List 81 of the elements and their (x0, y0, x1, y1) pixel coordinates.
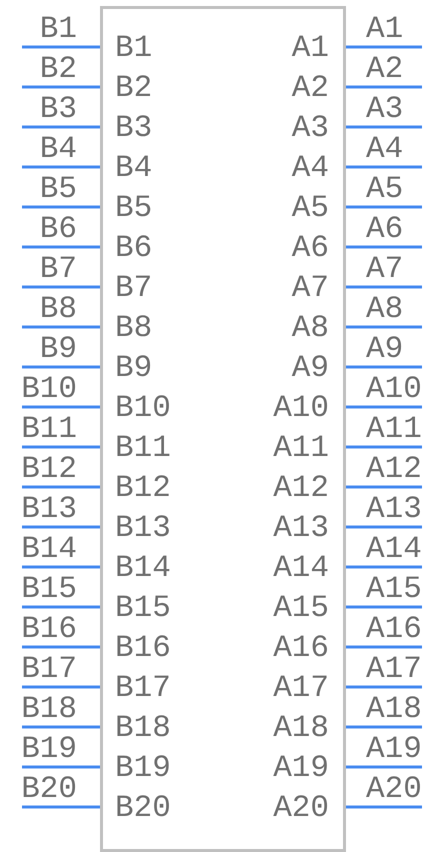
pin-name: B15 (115, 593, 171, 625)
component-body (100, 6, 346, 852)
pin-name: B16 (115, 633, 171, 665)
pin-number: A16 (366, 614, 422, 646)
pin-number: B11 (21, 414, 77, 446)
pin-name: A13 (273, 513, 329, 545)
pin-name: A2 (292, 73, 329, 105)
pin-name: B18 (115, 713, 171, 745)
pin-name: A14 (273, 553, 329, 585)
pin-name: B5 (115, 193, 152, 225)
pin-name: B17 (115, 673, 171, 705)
pin-number: A4 (366, 134, 404, 166)
pin-number: B1 (40, 14, 77, 46)
pin-number: A6 (366, 214, 404, 246)
pin-name: B1 (115, 33, 152, 65)
pin-name: B9 (115, 353, 152, 385)
pin-name: A18 (273, 713, 329, 745)
pin-number: B2 (40, 54, 77, 86)
pin-number: B7 (40, 254, 77, 286)
pin-number: A13 (366, 494, 422, 526)
pin-number: B17 (21, 654, 77, 686)
pin-name: B7 (115, 273, 152, 305)
pin-number: A10 (366, 374, 422, 406)
pin-name: A9 (292, 353, 329, 385)
pin-number: B19 (21, 734, 77, 766)
pin-number: B13 (21, 494, 77, 526)
pin-name: A8 (292, 313, 329, 345)
pin-number: A18 (366, 694, 422, 726)
pin-name: A15 (273, 593, 329, 625)
pin-number: B20 (21, 774, 77, 806)
pin-name: B3 (115, 113, 152, 145)
pin-name: A12 (273, 473, 329, 505)
pin-name: B13 (115, 513, 171, 545)
pin-name: A6 (292, 233, 329, 265)
pin-number: B10 (21, 374, 77, 406)
pin-name: A7 (292, 273, 329, 305)
pin-number: A9 (366, 334, 404, 366)
pin-number: A12 (366, 454, 422, 486)
pin-name: A20 (273, 793, 329, 825)
pin-number: A15 (366, 574, 422, 606)
pin-number: A3 (366, 94, 404, 126)
pin-name: A11 (273, 433, 329, 465)
pin-number: A8 (366, 294, 404, 326)
pin-number: B8 (40, 294, 77, 326)
pin-name: A17 (273, 673, 329, 705)
pin-name: A19 (273, 753, 329, 785)
pin-number: A2 (366, 54, 404, 86)
pin-number: A17 (366, 654, 422, 686)
pin-number: A11 (366, 414, 422, 446)
pin-number: B5 (40, 174, 77, 206)
pin-name: A1 (292, 33, 329, 65)
pin-number: B6 (40, 214, 77, 246)
pin-number: B15 (21, 574, 77, 606)
pin-name: A10 (273, 393, 329, 425)
pin-number: A14 (366, 534, 422, 566)
pin-number: B14 (21, 534, 77, 566)
pin-number: A5 (366, 174, 404, 206)
pin-name: B8 (115, 313, 152, 345)
pin-name: B14 (115, 553, 171, 585)
pin-number: A20 (366, 774, 422, 806)
pin-number: A1 (366, 14, 404, 46)
pin-name: B2 (115, 73, 152, 105)
pin-number: B18 (21, 694, 77, 726)
pin-name: B11 (115, 433, 171, 465)
pin-number: B12 (21, 454, 77, 486)
pin-number: A19 (366, 734, 422, 766)
pin-name: A3 (292, 113, 329, 145)
pin-number: B3 (40, 94, 77, 126)
pin-name: B10 (115, 393, 171, 425)
pin-name: B19 (115, 753, 171, 785)
pin-number: A7 (366, 254, 404, 286)
pin-number: B9 (40, 334, 77, 366)
pin-number: B4 (40, 134, 77, 166)
pin-number: B16 (21, 614, 77, 646)
pin-name: A4 (292, 153, 329, 185)
pin-name: B20 (115, 793, 171, 825)
pin-name: A16 (273, 633, 329, 665)
pin-name: B4 (115, 153, 152, 185)
pin-name: A5 (292, 193, 329, 225)
pin-name: B12 (115, 473, 171, 505)
pin-name: B6 (115, 233, 152, 265)
